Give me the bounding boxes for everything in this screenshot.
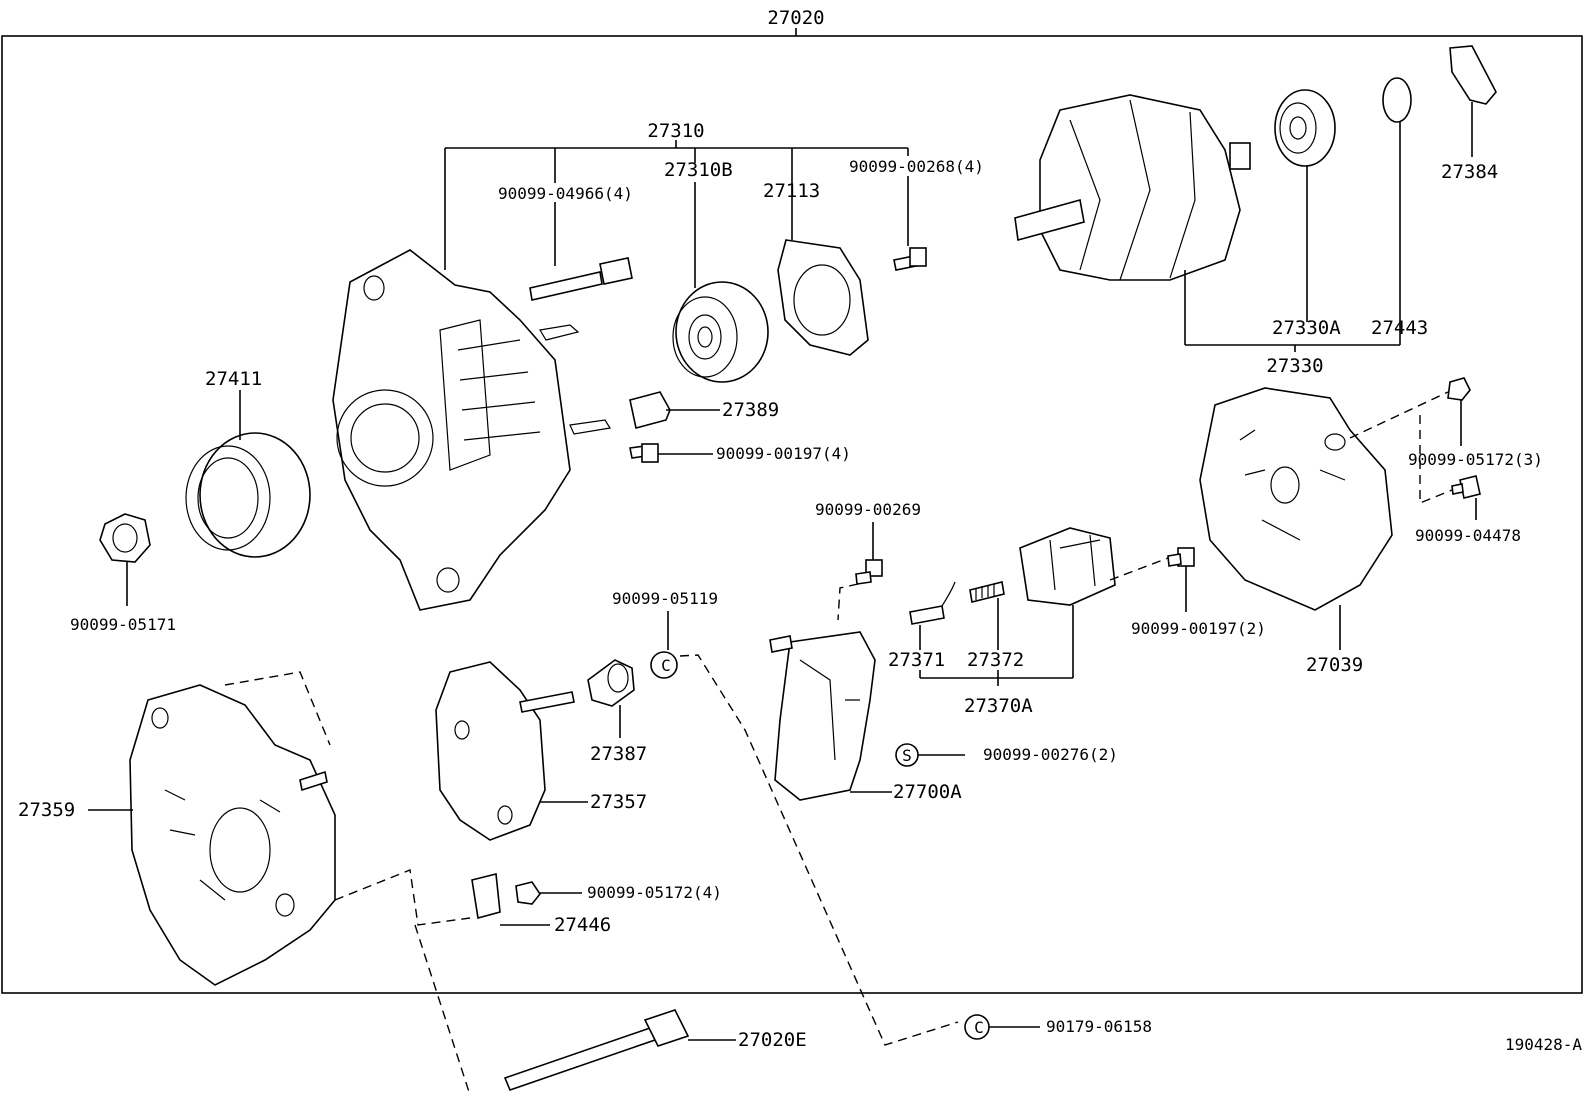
brush-part — [909, 581, 956, 625]
label-27372: 27372 — [967, 649, 1024, 671]
nut-5172-3-part — [1447, 377, 1471, 401]
bearing-cover-part — [1382, 77, 1412, 123]
label-27446: 27446 — [554, 914, 611, 936]
label-90099-00197-2: 90099-00197(2) — [1131, 619, 1266, 638]
rectifier-frame-dash-top — [224, 671, 331, 746]
brush-spring-part — [969, 581, 1005, 603]
nut-6158-glyph: C — [974, 1018, 984, 1037]
label-27359: 27359 — [18, 799, 75, 821]
screw-197-2-dash — [1109, 557, 1169, 581]
label-27113: 27113 — [763, 180, 820, 202]
pulley-nut-part — [99, 513, 151, 563]
label-90179-06158: 90179-06158 — [1046, 1017, 1152, 1036]
label-27357: 27357 — [590, 791, 647, 813]
screw-276-glyph: S — [902, 746, 912, 765]
label-27020E: 27020E — [738, 1029, 807, 1051]
terminal-insulator-2-part — [587, 659, 635, 707]
label-27411: 27411 — [205, 368, 262, 390]
label-27310B: 27310B — [664, 159, 733, 181]
label-90099-00197-4: 90099-00197(4) — [716, 444, 851, 463]
rotor-part — [1014, 94, 1251, 345]
rotor-bearing-part — [1274, 89, 1336, 167]
label-90099-00269: 90099-00269 — [815, 500, 921, 519]
label-assembly-number: 27020 — [767, 7, 824, 29]
label-27371: 27371 — [888, 649, 945, 671]
pulley-part — [185, 432, 311, 558]
rectifier-end-frame-part — [129, 684, 336, 986]
bolt-4966-part — [529, 257, 633, 301]
rectifier-frame-dash-bottom — [334, 869, 471, 926]
through-bolt-dash — [414, 924, 471, 1096]
nut-4478-dash — [1419, 415, 1453, 505]
label-27384: 27384 — [1441, 161, 1498, 183]
label-27310: 27310 — [647, 120, 704, 142]
screw-268-part — [893, 247, 927, 271]
rear-end-cover-part — [1199, 387, 1393, 611]
label-27370A: 27370A — [964, 695, 1033, 717]
retainer-plate-part — [777, 239, 869, 356]
insulator-ring-part — [1449, 45, 1497, 105]
label-27387: 27387 — [590, 743, 647, 765]
label-90099-04478: 90099-04478 — [1415, 526, 1521, 545]
label-27330: 27330 — [1266, 355, 1323, 377]
label-90099-05171: 90099-05171 — [70, 615, 176, 634]
label-90099-04966: 90099-04966(4) — [498, 184, 633, 203]
nut-5172-3-dash — [1349, 391, 1449, 439]
rectifier-holder-part — [435, 661, 575, 841]
nut-4478-part — [1451, 475, 1481, 499]
nut-5119-part — [650, 651, 678, 679]
label-27389: 27389 — [722, 399, 779, 421]
screw-197-4-part — [629, 443, 659, 463]
assembly-frame — [1, 35, 1583, 994]
nut-5119-glyph: C — [661, 656, 671, 675]
nut-5172-4-part — [515, 881, 541, 905]
regulator-part — [769, 631, 876, 801]
drive-end-frame-part — [332, 249, 611, 611]
brush-holder-part — [1019, 527, 1116, 606]
label-27039: 27039 — [1306, 654, 1363, 676]
screw-197-2-part — [1167, 547, 1195, 567]
screw-269-part — [855, 559, 883, 585]
label-90099-05172-4: 90099-05172(4) — [587, 883, 722, 902]
label-27330A: 27330A — [1272, 317, 1341, 339]
label-27700A: 27700A — [893, 781, 962, 803]
screw-269-dash — [837, 583, 859, 621]
label-90099-05172-3: 90099-05172(3) — [1408, 450, 1543, 469]
drawing-code: 190428-A — [1505, 1035, 1582, 1054]
label-27443: 27443 — [1371, 317, 1428, 339]
bearing-front-part — [672, 281, 769, 383]
terminal-plate-part — [471, 873, 501, 920]
through-bolt-part — [503, 1009, 690, 1092]
label-90099-05119: 90099-05119 — [612, 589, 718, 608]
label-90099-00276: 90099-00276(2) — [983, 745, 1118, 764]
nut-5119-dash — [679, 654, 959, 1046]
terminal-insulator-part — [629, 391, 671, 429]
label-90099-00268: 90099-00268(4) — [849, 157, 984, 176]
